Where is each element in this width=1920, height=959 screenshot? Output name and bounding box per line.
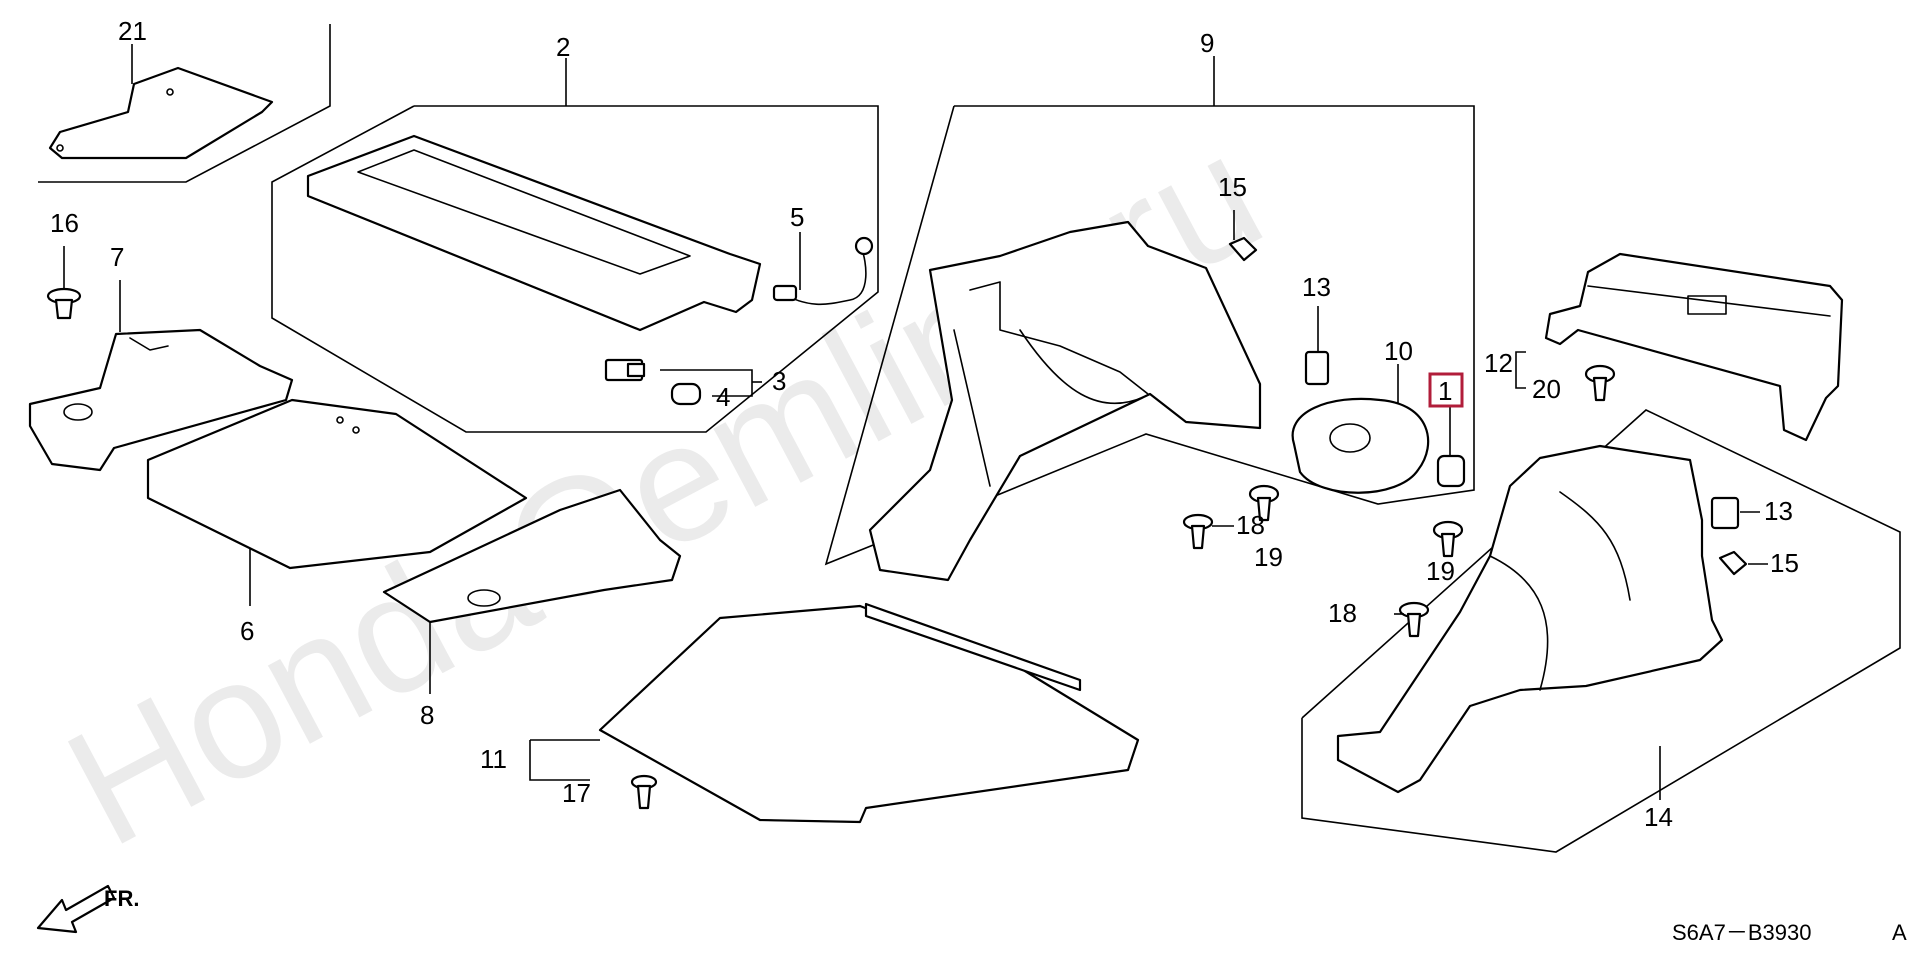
- part-7-trim: [28, 280, 294, 472]
- callout-10: 10: [1384, 336, 1413, 366]
- callout-9: 9: [1200, 28, 1214, 58]
- front-direction-arrow: FR.: [36, 884, 139, 934]
- part-5-harness: [772, 232, 874, 306]
- callout-18b: 18: [1328, 598, 1357, 628]
- callout-13b: 13: [1764, 496, 1793, 526]
- part-17-screw: [630, 774, 658, 810]
- part-11-floorboard: [529, 602, 1140, 824]
- callout-19b: 19: [1426, 556, 1455, 586]
- callout-15b: 15: [1770, 548, 1799, 578]
- callout-19: 19: [1254, 542, 1283, 572]
- part-19-clip: [1248, 484, 1280, 522]
- callout-18: 18: [1236, 510, 1265, 540]
- part-1-clip: [1436, 406, 1466, 488]
- part-8-trim: [382, 488, 682, 694]
- part-15b-clip: [1718, 550, 1768, 576]
- part-18b-screw: [1394, 601, 1430, 638]
- callout-3: 3: [772, 366, 786, 396]
- callout-7: 7: [110, 242, 124, 272]
- callout-14: 14: [1644, 802, 1673, 832]
- callout-21: 21: [118, 16, 147, 46]
- part-13-clip: [1304, 306, 1330, 386]
- part-3-clip: [604, 358, 762, 406]
- diagram-code-suffix: A: [1892, 920, 1907, 945]
- callout-20: 20: [1532, 374, 1561, 404]
- front-label: FR.: [104, 886, 139, 911]
- diagram-code: S6A7－B3930: [1672, 920, 1811, 945]
- part-20-clip: [1584, 364, 1616, 402]
- part-6-mat: [146, 398, 528, 606]
- callout-6: 6: [240, 616, 254, 646]
- callout-1: 1: [1438, 376, 1452, 406]
- callout-16: 16: [50, 208, 79, 238]
- part-18-screw: [1182, 513, 1234, 550]
- callout-11: 11: [480, 744, 507, 774]
- part-21-panel: [38, 24, 331, 183]
- part-9-side-trim: [824, 56, 1475, 582]
- callout-12: 12: [1484, 348, 1513, 378]
- callout-5: 5: [790, 202, 804, 232]
- part-15-clip: [1228, 210, 1258, 262]
- part-13b-clip: [1710, 496, 1760, 530]
- part-19b-clip: [1432, 520, 1464, 558]
- callout-8: 8: [420, 700, 434, 730]
- part-12-trim: [1515, 252, 1844, 442]
- callout-13: 13: [1302, 272, 1331, 302]
- part-10-cover: [1291, 364, 1430, 494]
- part-2-rear-shelf: [271, 58, 879, 433]
- callouts: 21 2 16 7 5 3 4 6 8 11 17 9 15 13 10 1 1…: [50, 16, 1799, 832]
- callout-2: 2: [556, 32, 570, 62]
- part-14-side-trim: [1301, 409, 1901, 853]
- callout-4: 4: [716, 382, 730, 412]
- callout-17: 17: [562, 778, 591, 808]
- part-16-fastener: [46, 246, 82, 320]
- callout-1-highlight: [1428, 372, 1464, 408]
- callout-15: 15: [1218, 172, 1247, 202]
